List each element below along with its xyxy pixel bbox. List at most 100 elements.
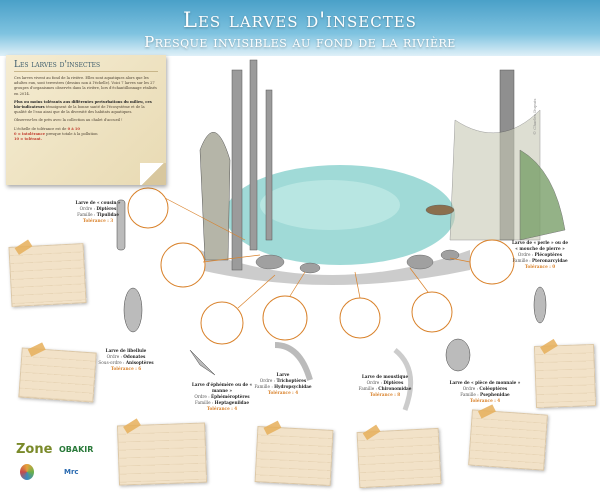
order-label: Ordre : bbox=[366, 380, 384, 385]
stonefly-larva bbox=[533, 286, 547, 324]
caddisfly-larva bbox=[274, 342, 313, 381]
lens-hydropsychidae bbox=[262, 295, 308, 341]
larva-name: Larve bbox=[276, 372, 290, 377]
header-banner: Les larves d'insectes Presque invisibles… bbox=[0, 0, 600, 56]
logo-obakir: OBAKIR bbox=[59, 445, 94, 454]
mayfly-larva bbox=[189, 349, 216, 376]
note-paragraph-1: Ces larves vivent au fond de la rivière.… bbox=[14, 76, 157, 96]
lens-tipulidae bbox=[127, 187, 169, 229]
page-subtitle: Presque invisibles au fond de la rivière bbox=[144, 33, 456, 51]
order-value: Diptères bbox=[383, 380, 404, 385]
order-label: Ordre : bbox=[79, 206, 97, 211]
odonata-larva bbox=[123, 287, 143, 333]
midge-larva bbox=[393, 348, 414, 411]
illustration-credit: © Charles Dupuis bbox=[532, 98, 537, 135]
adult-card-stonefly bbox=[533, 338, 597, 409]
order-value: Éphéméroptères bbox=[210, 394, 250, 399]
tipulidae-larva bbox=[116, 199, 126, 251]
larva-name: Larve de moustique bbox=[361, 374, 409, 379]
partner-logos: Zone OBAKIR Mrc bbox=[14, 440, 99, 495]
adult-card-dragonfly bbox=[18, 342, 97, 403]
adult-card-midge bbox=[356, 424, 442, 489]
tolerance-value: Tolérance : 8 bbox=[369, 392, 401, 397]
order-value: Diptères bbox=[96, 206, 117, 211]
logo-mrc: Mrc bbox=[64, 468, 79, 476]
order-label: Ordre : bbox=[194, 394, 211, 399]
lens-odonata bbox=[160, 242, 206, 288]
larva-name: Larve d'éphémère ou de « manne » bbox=[191, 382, 253, 393]
scale-ten: 10 = tolérant. bbox=[14, 137, 42, 142]
family-value: Psephenidae bbox=[479, 392, 510, 397]
family-label: Famille : bbox=[254, 384, 275, 389]
intro-note: Les larves d'insectes Ces larves vivent … bbox=[6, 55, 166, 185]
water-penny-larva bbox=[445, 338, 471, 372]
family-label: Famille : bbox=[512, 258, 533, 263]
pond bbox=[200, 165, 470, 285]
scale-zero-desc: presque totale à la pollution bbox=[45, 131, 98, 136]
scale-zero-label: intolérance bbox=[22, 131, 46, 136]
family-label: Famille : bbox=[460, 392, 480, 397]
order-label: Ordre : bbox=[517, 252, 535, 257]
family-value: Chironomidae bbox=[378, 386, 412, 391]
order-label: Ordre : bbox=[106, 354, 124, 359]
larva-drawings bbox=[116, 199, 547, 411]
order-label: Ordre : bbox=[462, 386, 480, 391]
family-value: Tipulidae bbox=[96, 212, 119, 217]
tolerance-value: Tolérance : 3 bbox=[82, 218, 114, 223]
lens-chironomidae bbox=[339, 297, 381, 339]
scale-zero: 0 = bbox=[14, 131, 23, 136]
tree-logo bbox=[20, 464, 34, 480]
scale-range: 0 à 10 bbox=[67, 126, 80, 131]
note-title: Les larves d'insectes bbox=[14, 60, 158, 72]
family-label: Famille : bbox=[195, 400, 215, 405]
label-pteronarcyidae: Larve de « perle » ou de « mouche de pie… bbox=[510, 240, 570, 270]
tree-right bbox=[449, 69, 566, 241]
lens-pteronarcyidae bbox=[469, 239, 515, 285]
adult-card-mayfly bbox=[116, 418, 208, 486]
suborder-label: Sous-ordre : bbox=[98, 360, 126, 365]
tolerance-value: Tolérance : 4 bbox=[206, 406, 238, 411]
family-value: Hydropsychidae bbox=[274, 384, 312, 389]
order-value: Odonates bbox=[123, 354, 146, 359]
family-label: Famille : bbox=[77, 212, 97, 217]
larva-name: Larve de « cousin » bbox=[75, 200, 121, 205]
order-value: Coléoptères bbox=[479, 386, 508, 391]
order-label: Ordre : bbox=[259, 378, 277, 383]
family-value: Heptageniidae bbox=[214, 400, 249, 405]
lens-psephenidae bbox=[411, 291, 453, 333]
family-value: Pteronarcyidae bbox=[532, 258, 568, 263]
page-title: Les larves d'insectes bbox=[183, 8, 417, 32]
lens-heptageniidae bbox=[200, 301, 244, 345]
page-curl bbox=[140, 163, 166, 185]
suborder-value: Anisoptères bbox=[125, 360, 154, 365]
larva-name: Larve de « pièce de monnaie » bbox=[449, 380, 521, 385]
connector-lines bbox=[164, 197, 471, 309]
label-heptageniidae: Larve d'éphémère ou de « manne »Ordre : … bbox=[187, 382, 257, 412]
tolerance-value: Tolérance : 0 bbox=[524, 264, 556, 269]
adult-card-water-penny-beetle bbox=[468, 404, 548, 471]
note-bold-text: Plus ou moins tolérants aux différentes … bbox=[14, 99, 152, 110]
logo-zone: Zone bbox=[16, 442, 53, 457]
note-text: témoignent de la bonne santé de l'écosys… bbox=[14, 105, 145, 115]
lens-circles bbox=[127, 187, 515, 345]
tolerance-value: Tolérance : 4 bbox=[267, 390, 299, 395]
note-paragraph-2: Plus ou moins tolérants aux différentes … bbox=[14, 100, 158, 116]
label-psephenidae: Larve de « pièce de monnaie »Ordre : Col… bbox=[450, 380, 521, 404]
larva-name: Larve de « perle » ou de « mouche de pie… bbox=[511, 240, 569, 251]
rocks bbox=[255, 204, 460, 274]
note-paragraph-3: Observez-les de près avec la collection … bbox=[14, 118, 123, 123]
scale-prefix: L'échelle de tolérance est de bbox=[14, 126, 68, 131]
family-label: Famille : bbox=[358, 386, 379, 391]
larva-name: Larve de libellule bbox=[105, 348, 147, 353]
tolerance-value: Tolérance : 6 bbox=[110, 366, 142, 371]
order-value: Trichoptères bbox=[276, 378, 307, 383]
order-value: Plécoptères bbox=[534, 252, 563, 257]
adult-card-crane-fly bbox=[8, 239, 87, 307]
adult-card-caddisfly bbox=[254, 420, 334, 486]
